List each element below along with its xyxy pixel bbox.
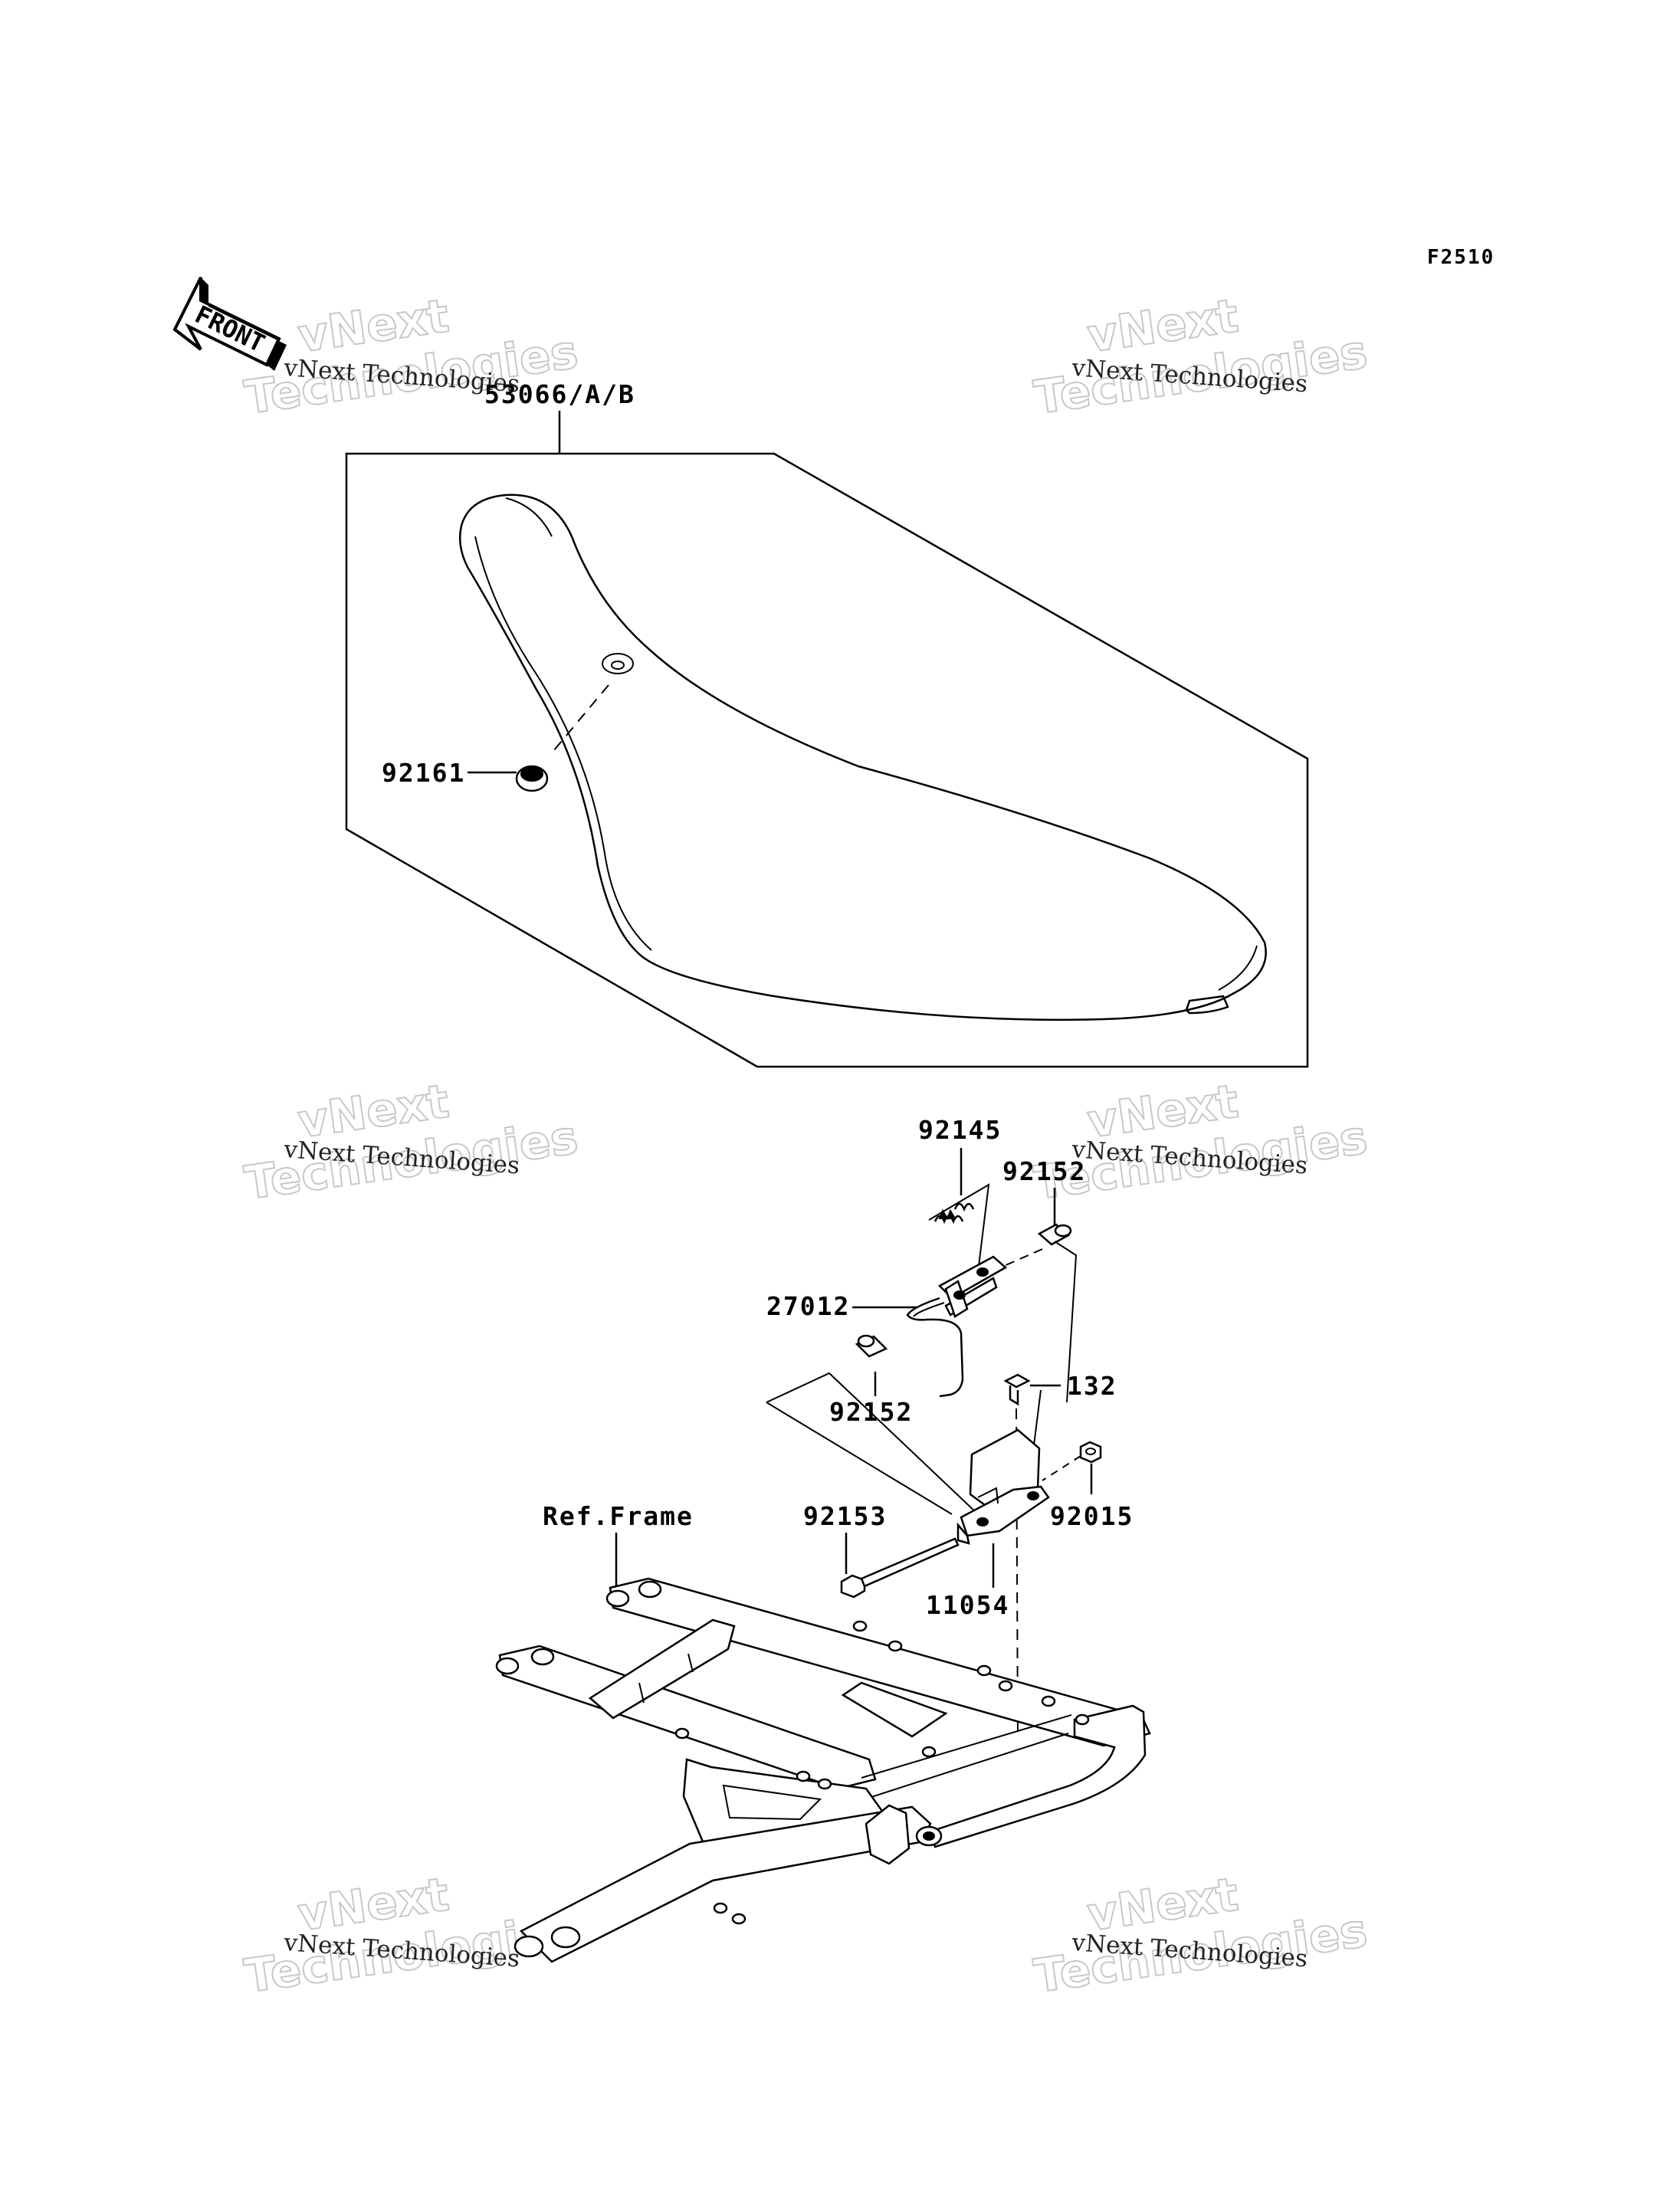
grommet-part [515, 765, 549, 792]
figure-code: F2510 [1427, 246, 1495, 269]
callout-frame-ref: Ref.Frame [543, 1501, 694, 1531]
frame-bolt-holes [674, 1620, 1090, 1925]
hook-assembly: 92145 92152 27012 [766, 1115, 1134, 1739]
hook-part [906, 1255, 1008, 1398]
seat-group-box [345, 452, 1309, 1068]
spring-part [934, 1202, 975, 1225]
bolt-long-part [840, 1537, 960, 1599]
nut-part [1079, 1441, 1102, 1464]
watermark-bottom-right: vNext Technologies [1030, 1867, 1371, 2004]
front-arrow-icon: FRONT [172, 277, 287, 371]
callout-collar-upper: 92152 [1002, 1156, 1086, 1186]
callout-hook: 27012 [766, 1291, 850, 1321]
bolt-small-part [1003, 1373, 1031, 1406]
seat [459, 494, 1267, 1021]
callout-spring: 92145 [918, 1115, 1002, 1145]
callout-bolt-long: 92153 [803, 1501, 887, 1531]
callout-seat-grommet: 92161 [382, 758, 465, 788]
bracket-part [956, 1428, 1050, 1545]
callout-bracket: 11054 [926, 1590, 1009, 1620]
collar-upper-part [1037, 1223, 1072, 1246]
frame-ref: Ref.Frame [495, 1501, 1151, 1963]
watermark-top-right: vNext Technologies [1030, 288, 1371, 425]
callout-nut: 92015 [1050, 1501, 1134, 1531]
collar-lower-part [855, 1334, 888, 1358]
callout-bolt-small: 132 [1067, 1371, 1117, 1401]
front-arrow-label: FRONT [190, 300, 269, 358]
watermark-mid-right: vNext Technologies [1030, 1074, 1371, 1211]
callout-seat: 53066/A/B [484, 379, 635, 409]
seat-assembly: 53066/A/B 92161 [345, 379, 1309, 1068]
watermark-mid-left: vNext Technologies [241, 1074, 582, 1211]
